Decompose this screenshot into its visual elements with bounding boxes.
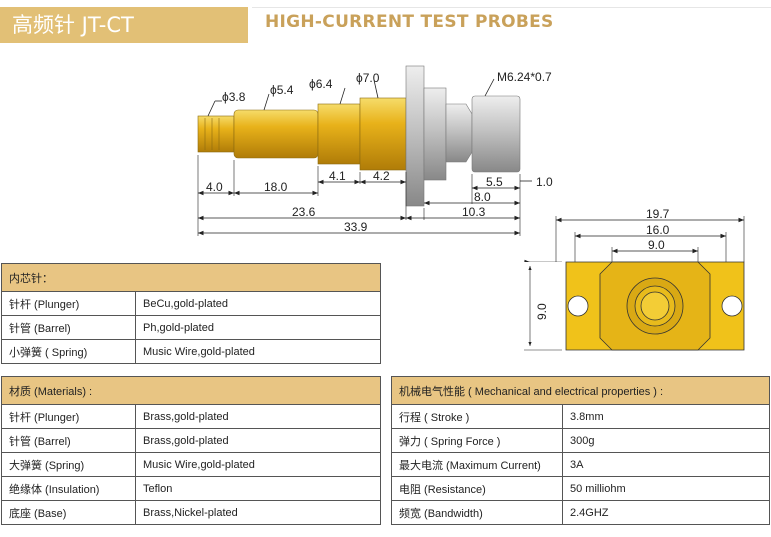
materials-header: 材质 (Materials) : xyxy=(1,376,381,405)
probe-body xyxy=(197,65,521,207)
table-row: 针管 (Barrel)Brass,gold-plated xyxy=(1,428,381,453)
header-divider xyxy=(252,7,771,8)
table-row: 电阻 (Resistance)50 milliohm xyxy=(391,476,770,501)
table-row: 针杆 (Plunger)BeCu,gold-plated xyxy=(1,291,381,316)
flange-view: 9.0 xyxy=(524,261,745,351)
dim-l236: 23.6 xyxy=(292,205,316,219)
table-row: 最大电流 (Maximum Current)3A xyxy=(391,452,770,477)
dim-h90: 9.0 xyxy=(535,303,549,320)
table-row: 行程 ( Stroke )3.8mm xyxy=(391,404,770,429)
table-row: 绝缘体 (Insulation)Teflon xyxy=(1,476,381,501)
dim-l42: 4.2 xyxy=(373,169,390,183)
flange-top-view xyxy=(524,216,745,262)
table-row: 小弹簧 ( Spring)Music Wire,gold-plated xyxy=(1,339,381,364)
inner-core-table: 内芯针： 针杆 (Plunger)BeCu,gold-plated 针管 (Ba… xyxy=(1,263,381,364)
dim-l103: 10.3 xyxy=(462,205,486,219)
properties-header: 机械电气性能 ( Mechanical and electrical prope… xyxy=(391,376,770,405)
flange-height-dim xyxy=(524,266,562,351)
dim-w197: 19.7 xyxy=(646,207,670,221)
table-row: 弹力 ( Spring Force )300g xyxy=(391,428,770,453)
dim-l339: 33.9 xyxy=(344,220,368,234)
properties-table: 机械电气性能 ( Mechanical and electrical prope… xyxy=(391,376,770,525)
inner-core-header: 内芯针： xyxy=(1,263,381,292)
dim-w160: 16.0 xyxy=(646,223,670,237)
dim-l10: 1.0 xyxy=(536,175,553,189)
table-row: 频宽 (Bandwidth)2.4GHZ xyxy=(391,500,770,525)
dim-thread: M6.24*0.7 xyxy=(497,70,552,84)
dim-l55: 5.5 xyxy=(486,175,503,189)
table-row: 大弹簧 (Spring)Music Wire,gold-plated xyxy=(1,452,381,477)
dim-d54: ϕ5.4 xyxy=(270,83,294,97)
flange-plate xyxy=(565,261,745,351)
dim-l40: 4.0 xyxy=(206,180,223,194)
dimension-lines xyxy=(198,179,532,236)
dim-d64: ϕ6.4 xyxy=(309,77,333,91)
dim-d38: ϕ3.8 xyxy=(222,90,246,104)
dim-d70: ϕ7.0 xyxy=(356,71,380,85)
dim-l180: 18.0 xyxy=(264,180,288,194)
dim-w90: 9.0 xyxy=(648,238,665,252)
probe-drawing: ϕ3.8 ϕ5.4 ϕ6.4 ϕ7.0 M6.24*0.7 4.0 18.0 4… xyxy=(197,65,745,262)
table-row: 底座 (Base)Brass,Nickel-plated xyxy=(1,500,381,525)
table-row: 针管 (Barrel)Ph,gold-plated xyxy=(1,315,381,340)
dim-l80: 8.0 xyxy=(474,190,491,204)
table-row: 针杆 (Plunger)Brass,gold-plated xyxy=(1,404,381,429)
materials-table: 材质 (Materials) : 针杆 (Plunger)Brass,gold-… xyxy=(1,376,381,525)
page-title: 高频针 JT-CT xyxy=(0,7,248,43)
diameter-callouts xyxy=(207,78,495,117)
dim-l41: 4.1 xyxy=(329,169,346,183)
page-subtitle: HIGH-CURRENT TEST PROBES xyxy=(265,12,554,32)
